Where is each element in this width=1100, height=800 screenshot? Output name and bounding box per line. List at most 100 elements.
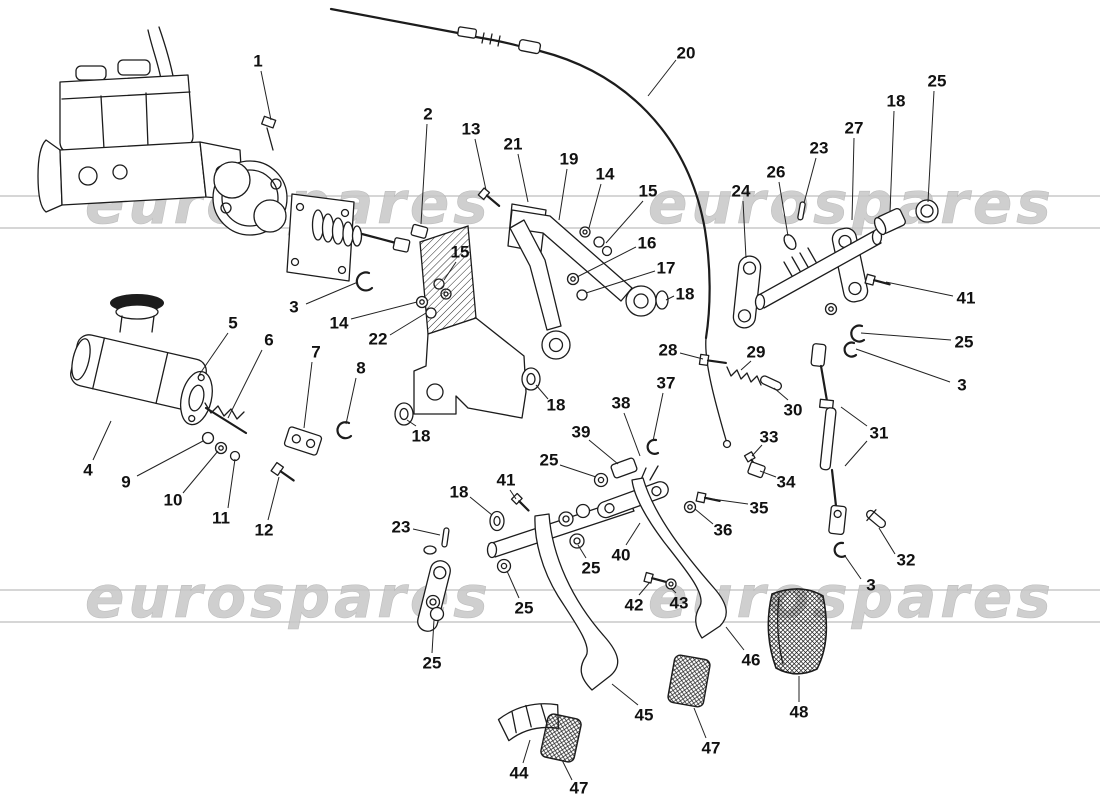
- pedal-pads: [497, 588, 828, 763]
- callout-leader-24: [742, 200, 747, 259]
- part-callout-41: 41: [957, 289, 976, 308]
- part-callout-23: 23: [810, 139, 829, 158]
- part-callout-2: 2: [423, 105, 432, 124]
- accelerator-lever-shaft: [732, 199, 939, 358]
- callout-leader-3: [855, 348, 951, 383]
- callout-leader-32: [878, 527, 896, 555]
- callout-leader-31: [844, 440, 868, 467]
- callout-leader-10: [182, 450, 219, 494]
- callout-leader-25: [927, 90, 935, 203]
- callout-leader-47: [693, 707, 707, 739]
- clutch-master-cylinder: [70, 294, 353, 482]
- callout-leader-44: [522, 739, 531, 764]
- link-rod: [743, 343, 887, 558]
- part-callout-39: 39: [572, 423, 591, 442]
- part-callout-28: 28: [659, 341, 678, 360]
- callout-leader-11: [227, 458, 236, 509]
- callout-leader-36: [694, 508, 714, 525]
- callout-leader-31: [840, 406, 868, 427]
- part-callout-44: 44: [510, 764, 529, 783]
- callout-leader-25: [860, 332, 952, 341]
- part-callout-14: 14: [596, 165, 615, 184]
- part-callout-15: 15: [451, 243, 470, 262]
- callout-leader-13: [474, 138, 487, 191]
- callout-leader-27: [851, 137, 855, 221]
- part-callout-25: 25: [423, 654, 442, 673]
- callout-leader-37: [652, 392, 664, 442]
- vacuum-booster: [212, 115, 288, 236]
- callout-leader-5: [198, 332, 229, 376]
- callout-leader-26: [778, 181, 789, 237]
- part-callout-17: 17: [657, 259, 676, 278]
- callout-leader-14: [350, 301, 418, 320]
- part-callout-23: 23: [392, 518, 411, 537]
- callout-leader-41: [885, 281, 954, 297]
- part-callout-37: 37: [657, 374, 676, 393]
- callout-leader-38: [623, 412, 641, 457]
- callout-leader-42: [638, 581, 651, 596]
- watermark-text: eurospares: [648, 169, 1055, 237]
- clutch-pedal: [534, 513, 619, 691]
- part-callout-27: 27: [845, 119, 864, 138]
- callout-leader-15: [605, 200, 644, 244]
- callout-leader-7: [303, 361, 313, 429]
- callout-leader-25: [506, 570, 520, 599]
- part-callout-12: 12: [255, 521, 274, 540]
- callout-leader-45: [611, 683, 639, 706]
- callout-leader-1: [260, 70, 272, 121]
- part-callout-30: 30: [784, 401, 803, 420]
- part-callout-33: 33: [760, 428, 779, 447]
- callout-leader-16: [576, 246, 637, 278]
- support-arms: [507, 203, 669, 360]
- part-callout-43: 43: [670, 594, 689, 613]
- callout-leader-18: [469, 496, 493, 516]
- callout-leader-29: [740, 360, 752, 371]
- part-callout-1: 1: [253, 52, 262, 71]
- pedal-bracket: [394, 225, 541, 426]
- part-callout-21: 21: [504, 135, 523, 154]
- part-callout-18: 18: [412, 427, 431, 446]
- part-callout-25: 25: [955, 333, 974, 352]
- callout-leader-25: [559, 464, 597, 478]
- part-callout-14: 14: [330, 314, 349, 333]
- part-callout-13: 13: [462, 120, 481, 139]
- part-callout-24: 24: [732, 182, 751, 201]
- callout-leader-25: [431, 619, 435, 654]
- part-callout-11: 11: [212, 509, 230, 528]
- callout-leader-9: [136, 440, 204, 477]
- part-callout-47: 47: [702, 739, 721, 758]
- callout-leader-3: [305, 281, 359, 305]
- part-callout-35: 35: [750, 499, 769, 518]
- part-callout-32: 32: [897, 551, 916, 570]
- part-callout-31: 31: [870, 424, 889, 443]
- callout-leader-28: [679, 352, 704, 360]
- part-callout-18: 18: [676, 285, 695, 304]
- part-callout-20: 20: [677, 44, 696, 63]
- part-callout-26: 26: [767, 163, 786, 182]
- callout-leader-14: [588, 183, 602, 229]
- callout-leader-43: [670, 587, 677, 594]
- callout-leader-17: [585, 270, 656, 294]
- part-callout-7: 7: [311, 343, 320, 362]
- part-callout-4: 4: [83, 461, 93, 480]
- part-callout-18: 18: [887, 92, 906, 111]
- part-callout-16: 16: [638, 234, 657, 253]
- callout-leader-46: [725, 626, 745, 651]
- part-callout-3: 3: [957, 376, 966, 395]
- part-callout-40: 40: [612, 546, 631, 565]
- callout-leader-4: [92, 420, 112, 461]
- part-callout-9: 9: [121, 473, 130, 492]
- part-callout-45: 45: [635, 706, 654, 725]
- callout-leader-18: [406, 419, 417, 427]
- brake-pedal: [631, 465, 727, 639]
- part-callout-25: 25: [928, 72, 947, 91]
- drawing-layer: [37, 7, 939, 763]
- callout-leader-25: [577, 544, 587, 559]
- part-callout-8: 8: [356, 359, 365, 378]
- pedal-shaft-assembly: [417, 438, 721, 632]
- part-callout-41: 41: [497, 471, 516, 490]
- part-callout-3: 3: [289, 298, 298, 317]
- callout-leader-23: [803, 157, 817, 204]
- callout-leader-2: [420, 123, 428, 225]
- part-callout-34: 34: [777, 473, 796, 492]
